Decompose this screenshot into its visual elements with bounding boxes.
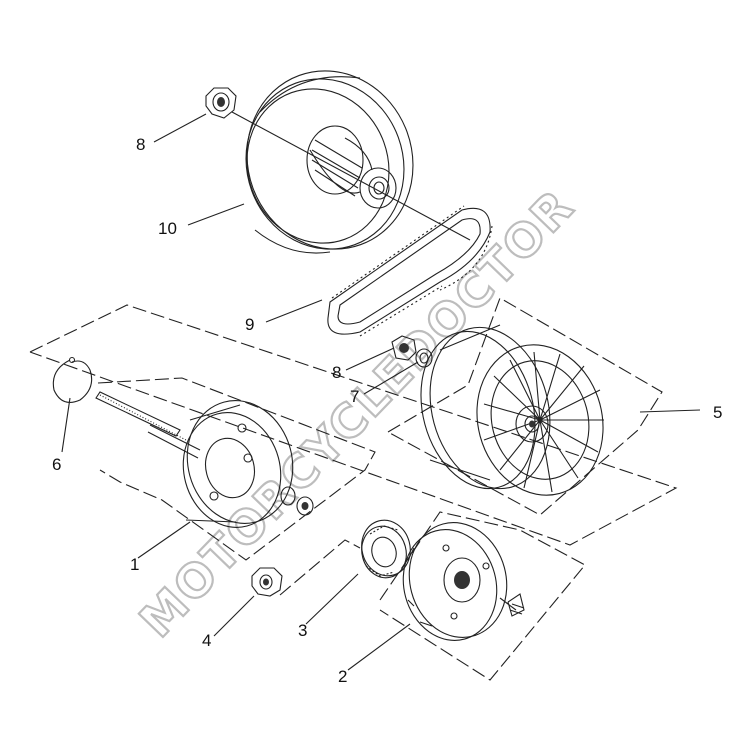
callout-6: 6 bbox=[52, 455, 61, 474]
spring-hub bbox=[306, 125, 373, 197]
callout-4: 4 bbox=[202, 631, 211, 650]
fan-blades bbox=[483, 351, 604, 493]
callout-9: 9 bbox=[245, 315, 254, 334]
callouts: 8 10 9 8 7 5 6 1 4 3 2 bbox=[52, 135, 722, 686]
circlip bbox=[52, 356, 93, 403]
one-way-bearing bbox=[361, 519, 411, 579]
clutch-shoe-assembly bbox=[402, 522, 525, 641]
callout-8-top: 8 bbox=[136, 135, 145, 154]
outer-assembly-outline bbox=[29, 304, 678, 546]
callout-1: 1 bbox=[130, 555, 139, 574]
clutch-nut bbox=[251, 567, 283, 597]
flange-nut-top bbox=[205, 87, 237, 119]
washer bbox=[415, 348, 433, 368]
flange-nut-middle bbox=[391, 335, 417, 361]
callout-7: 7 bbox=[350, 387, 359, 406]
callout-10: 10 bbox=[158, 219, 177, 238]
assembly-outlines bbox=[29, 297, 678, 681]
drive-face-fan bbox=[420, 324, 604, 496]
driven-pulley bbox=[231, 70, 471, 254]
callout-2: 2 bbox=[338, 667, 347, 686]
clutch-outer-shaft bbox=[95, 391, 314, 528]
drive-pulley-outline bbox=[387, 297, 663, 516]
leader-lines bbox=[61, 113, 701, 671]
clutch-shoe-outline bbox=[379, 511, 586, 681]
callout-5: 5 bbox=[713, 403, 722, 422]
callout-8-middle: 8 bbox=[332, 363, 341, 382]
callout-3: 3 bbox=[298, 621, 307, 640]
drive-belt bbox=[327, 205, 493, 337]
bearing-outline bbox=[279, 539, 361, 596]
clutch-spring bbox=[499, 593, 525, 617]
